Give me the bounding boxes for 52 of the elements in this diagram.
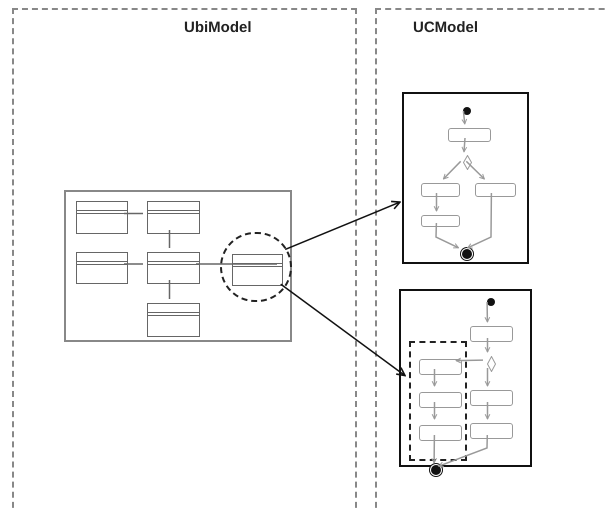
arrow (435, 222, 459, 248)
panel-title: UCModel (413, 18, 478, 38)
activity-box (448, 128, 491, 142)
arrow (461, 138, 468, 152)
class-box (147, 201, 200, 234)
arrow (484, 302, 490, 322)
arrow (467, 193, 492, 249)
connector-line (124, 263, 143, 265)
activity-box (470, 390, 513, 406)
activity-box (419, 359, 462, 375)
class-box (147, 252, 200, 284)
activity-box (470, 423, 513, 439)
arrow (432, 402, 438, 420)
panel-title: UbiModel (184, 18, 252, 38)
arrow (456, 358, 484, 364)
arrow (484, 338, 490, 352)
arrow (431, 435, 438, 464)
connector-line (168, 280, 170, 299)
arrow (438, 434, 488, 468)
connector-line (124, 212, 143, 214)
class-box (232, 254, 283, 286)
activity-box (421, 215, 460, 227)
end-node (462, 249, 472, 259)
activity-diagram-frame (399, 289, 532, 467)
class-box (147, 303, 200, 337)
class-diagram-frame (64, 190, 292, 342)
arrow (466, 160, 485, 180)
activity-box (419, 425, 462, 441)
dashed-selection-box (409, 341, 467, 461)
activity-diagram-frame (402, 92, 529, 264)
arrow (280, 284, 406, 376)
connector-line (168, 230, 170, 248)
arrow (442, 160, 462, 180)
class-box (76, 201, 128, 234)
activity-box (421, 183, 460, 197)
activity-box (475, 183, 516, 197)
arrow (484, 402, 490, 420)
end-node (431, 465, 441, 475)
arrow (434, 193, 440, 212)
activity-box (419, 392, 462, 408)
model-panel (12, 8, 357, 510)
start-node (487, 298, 495, 306)
decision-diamond (463, 155, 472, 170)
activity-box (470, 326, 513, 342)
decision-diamond (487, 356, 496, 372)
arrow (461, 110, 468, 124)
arrow (484, 368, 490, 386)
arrow (284, 200, 401, 250)
class-box (76, 252, 128, 284)
model-panel (375, 8, 606, 510)
connector-line (196, 263, 277, 265)
arrow (432, 369, 438, 386)
